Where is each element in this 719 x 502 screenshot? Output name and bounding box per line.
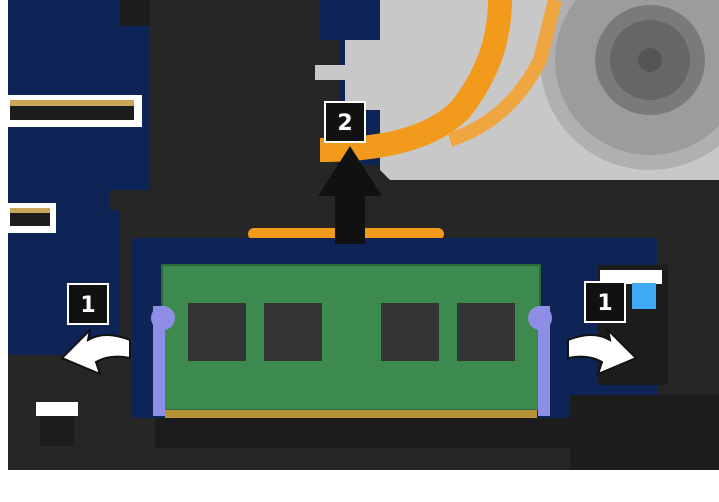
dram-chip bbox=[188, 303, 246, 361]
dram-chip bbox=[264, 303, 322, 361]
dram-chip bbox=[381, 303, 439, 361]
ribbon-connector-top bbox=[8, 95, 142, 127]
step-callout-release-left: 1 bbox=[68, 284, 108, 324]
memory-module bbox=[162, 265, 540, 420]
step-callout-lift-module: 2 bbox=[325, 102, 365, 142]
svg-text:1: 1 bbox=[80, 293, 95, 318]
small-connector bbox=[36, 402, 78, 446]
svg-text:1: 1 bbox=[597, 291, 612, 316]
svg-text:2: 2 bbox=[337, 111, 352, 136]
dram-chip bbox=[457, 303, 515, 361]
dimm-slot bbox=[155, 418, 575, 448]
step-callout-release-right: 1 bbox=[585, 282, 625, 322]
ribbon-connector-bottom bbox=[8, 203, 56, 233]
